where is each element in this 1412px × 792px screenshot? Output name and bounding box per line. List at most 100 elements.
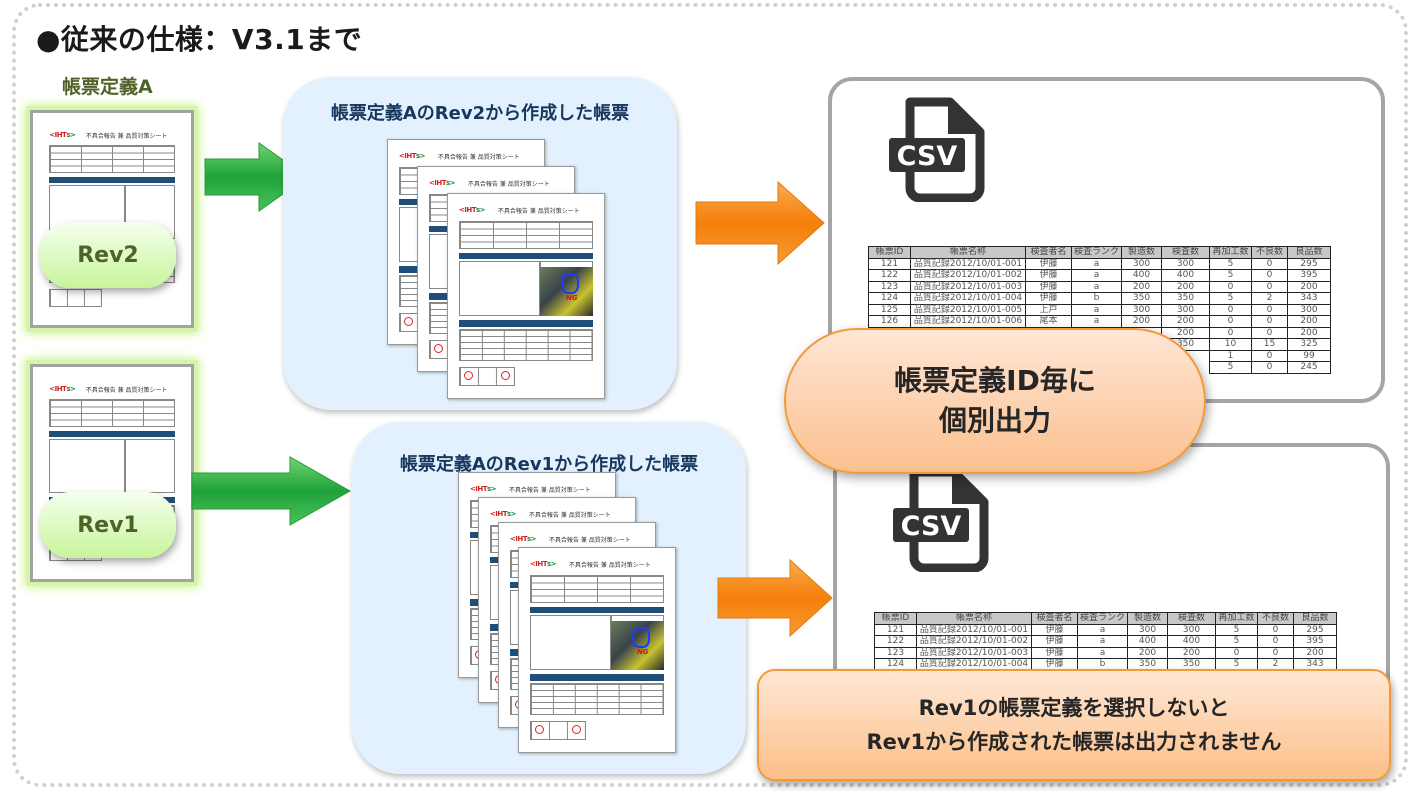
table-cell: 品質記録2012/10/01-003 xyxy=(916,646,1032,659)
csv-file-icon: CSV xyxy=(888,96,988,206)
table-cell: 0 xyxy=(1251,257,1289,270)
table-cell: 125 xyxy=(868,303,911,316)
form-title: 不具合報告 兼 品質対策シート xyxy=(85,133,168,140)
form-title: 不具合報告 兼 品質対策シート xyxy=(497,208,580,216)
table-cell: 300 xyxy=(1161,257,1211,270)
form-definition-rev2-thumbnail: <IHTs> 不具合報告 兼 品質対策シート xyxy=(30,110,194,328)
callout-line: 個別出力 xyxy=(938,404,1051,437)
table-cell: a xyxy=(1070,269,1123,282)
table-cell: 0 xyxy=(1209,315,1253,328)
table-cell: 品質記録2012/10/01-002 xyxy=(910,269,1026,282)
table-cell: 200 xyxy=(1287,315,1332,328)
table-cell: 0 xyxy=(1251,361,1289,374)
orange-arrow-icon xyxy=(694,180,826,266)
csv-file-icon: CSV xyxy=(892,466,992,576)
seal-stamp-icon xyxy=(463,371,473,381)
form-title: 不具合報告 兼 品質対策シート xyxy=(508,487,591,495)
table-cell: 200 xyxy=(1127,646,1169,659)
form-section-bar xyxy=(529,674,665,681)
table-cell: 5 xyxy=(1209,292,1253,305)
form-field-box xyxy=(458,261,541,317)
table-cell: 400 xyxy=(1121,269,1163,282)
table-cell: 上戸 xyxy=(1025,303,1072,316)
column-header: 検査ランク xyxy=(1070,246,1123,259)
form-header-grid xyxy=(49,399,175,427)
callout-line: 帳票定義ID毎に xyxy=(894,364,1096,397)
table-cell: 123 xyxy=(868,280,911,293)
table-cell: 0 xyxy=(1251,280,1289,293)
revision-badge-rev2: Rev2 xyxy=(40,222,176,288)
company-logo: <IHTs> xyxy=(509,535,537,544)
form-title: 不具合報告 兼 品質対策シート xyxy=(548,537,631,545)
table-cell: a xyxy=(1070,280,1123,293)
slide-heading: ●従来の仕様：V3.1まで xyxy=(36,23,363,56)
table-cell: 124 xyxy=(868,292,911,305)
table-cell: a xyxy=(1070,257,1123,270)
slide-frame xyxy=(12,3,1408,787)
table-cell: 伊藤 xyxy=(1031,623,1078,636)
table-cell: 品質記録2012/10/01-006 xyxy=(910,315,1026,328)
form-definition-label: 帳票定義A xyxy=(62,76,153,98)
table-cell: 295 xyxy=(1293,623,1338,636)
column-header: 再加工数 xyxy=(1215,612,1259,625)
seal-stamp-icon xyxy=(534,725,544,735)
column-header: 帳票名称 xyxy=(910,246,1026,259)
form-stamp-boxes xyxy=(458,367,516,386)
company-logo: <IHTs> xyxy=(458,206,486,215)
table-cell: 395 xyxy=(1287,269,1332,282)
table-cell: 245 xyxy=(1287,361,1332,374)
table-cell: 5 xyxy=(1215,623,1259,636)
panel-title: 帳票定義AのRev1から作成した帳票 xyxy=(399,454,699,475)
table-cell: 0 xyxy=(1251,315,1289,328)
form-table-grid xyxy=(529,682,665,716)
table-cell: 200 xyxy=(1293,646,1338,659)
column-header: 検査者名 xyxy=(1025,246,1072,259)
form-title: 不具合報告 兼 品質対策シート xyxy=(85,387,168,394)
form-stamp-boxes xyxy=(49,289,102,307)
form-sheet: <IHTs>不具合報告 兼 品質対策シート xyxy=(518,547,676,753)
table-cell: 0 xyxy=(1209,303,1253,316)
column-header: 製造数 xyxy=(1121,246,1163,259)
orange-arrow-icon xyxy=(716,558,834,638)
form-title: 不具合報告 兼 品質対策シート xyxy=(568,562,651,570)
form-field-box xyxy=(49,439,126,493)
seal-stamp-icon xyxy=(501,371,511,381)
table-cell: 0 xyxy=(1251,349,1289,362)
table-cell: 400 xyxy=(1161,269,1211,282)
callout-line: Rev1から作成された帳票は出力されません xyxy=(866,730,1282,754)
table-cell: 品質記録2012/10/01-003 xyxy=(910,280,1026,293)
form-table-grid xyxy=(458,328,594,362)
form-header-grid xyxy=(458,220,594,250)
per-id-output-callout: 帳票定義ID毎に 個別出力 xyxy=(784,328,1206,474)
table-cell: 品質記録2012/10/01-005 xyxy=(910,303,1026,316)
table-cell: 品質記録2012/10/01-002 xyxy=(916,635,1032,648)
form-section-bar xyxy=(49,431,175,437)
table-cell: 伊藤 xyxy=(1031,635,1078,648)
table-cell: a xyxy=(1070,315,1123,328)
table-cell: 400 xyxy=(1167,635,1217,648)
table-cell: 伊藤 xyxy=(1025,257,1072,270)
table-cell: 5 xyxy=(1215,635,1259,648)
table-cell: a xyxy=(1076,623,1129,636)
form-section-bar xyxy=(529,607,665,614)
company-logo: <IHTs> xyxy=(428,179,456,188)
table-cell: a xyxy=(1070,303,1123,316)
table-cell: 15 xyxy=(1251,338,1289,351)
table-cell: 伊藤 xyxy=(1031,646,1078,659)
table-cell: 伊藤 xyxy=(1025,280,1072,293)
column-header: 帳票名称 xyxy=(916,612,1032,625)
table-cell: 200 xyxy=(1161,280,1211,293)
column-header: 検査ランク xyxy=(1076,612,1129,625)
table-cell: 99 xyxy=(1287,349,1332,362)
form-title: 不具合報告 兼 品質対策シート xyxy=(528,512,611,520)
table-cell: 343 xyxy=(1287,292,1332,305)
company-logo: <IHTs> xyxy=(49,131,76,139)
column-header: 良品数 xyxy=(1293,612,1338,625)
defect-photo xyxy=(611,621,665,671)
form-field-box xyxy=(529,615,612,671)
